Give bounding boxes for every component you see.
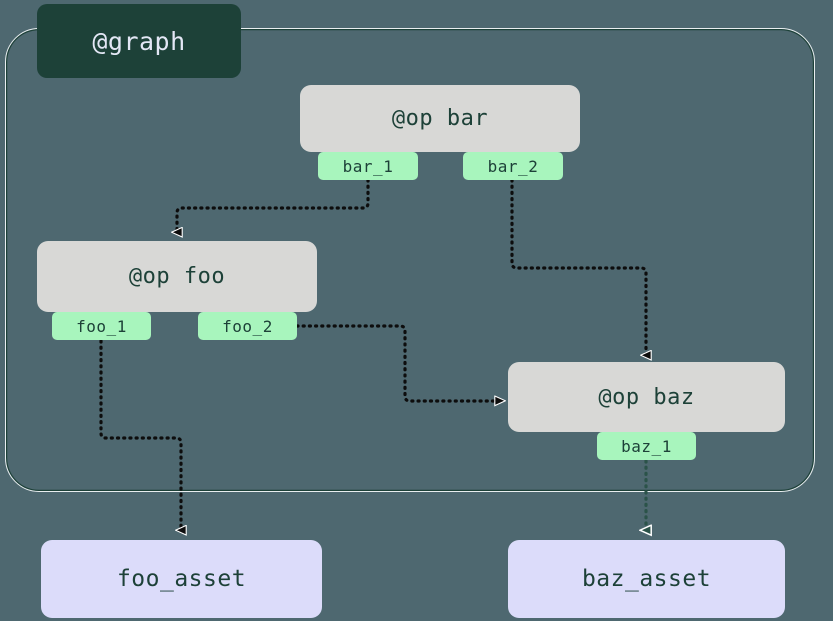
asset-node-foo-asset-label: foo_asset xyxy=(116,566,247,592)
output-pill-foo-2[interactable]: foo_2 xyxy=(198,312,297,340)
cluster-label-text: @graph xyxy=(92,26,186,56)
output-pill-baz-1[interactable]: baz_1 xyxy=(597,432,696,460)
graph-cluster-boundary xyxy=(5,28,815,492)
op-node-baz-label: @op baz xyxy=(598,384,695,410)
output-pill-bar-2-label: bar_2 xyxy=(487,156,539,176)
output-pill-foo-1[interactable]: foo_1 xyxy=(52,312,151,340)
cluster-label-graph: @graph xyxy=(37,4,241,78)
output-pill-bar-2[interactable]: bar_2 xyxy=(463,152,563,180)
op-node-bar-label: @op bar xyxy=(391,106,489,131)
op-node-baz[interactable]: @op baz xyxy=(508,362,785,432)
output-pill-baz-1-label: baz_1 xyxy=(621,436,672,456)
op-node-foo-label: @op foo xyxy=(128,264,226,289)
output-pill-foo-1-label: foo_1 xyxy=(76,316,127,336)
asset-node-baz-asset[interactable]: baz_asset xyxy=(508,540,785,618)
asset-node-foo-asset[interactable]: foo_asset xyxy=(41,540,322,618)
op-node-foo[interactable]: @op foo xyxy=(37,241,317,312)
output-pill-bar-1[interactable]: bar_1 xyxy=(318,152,418,180)
output-pill-bar-1-label: bar_1 xyxy=(342,156,394,176)
asset-node-baz-asset-label: baz_asset xyxy=(581,566,712,592)
output-pill-foo-2-label: foo_2 xyxy=(222,316,273,336)
op-node-bar[interactable]: @op bar xyxy=(300,85,580,152)
